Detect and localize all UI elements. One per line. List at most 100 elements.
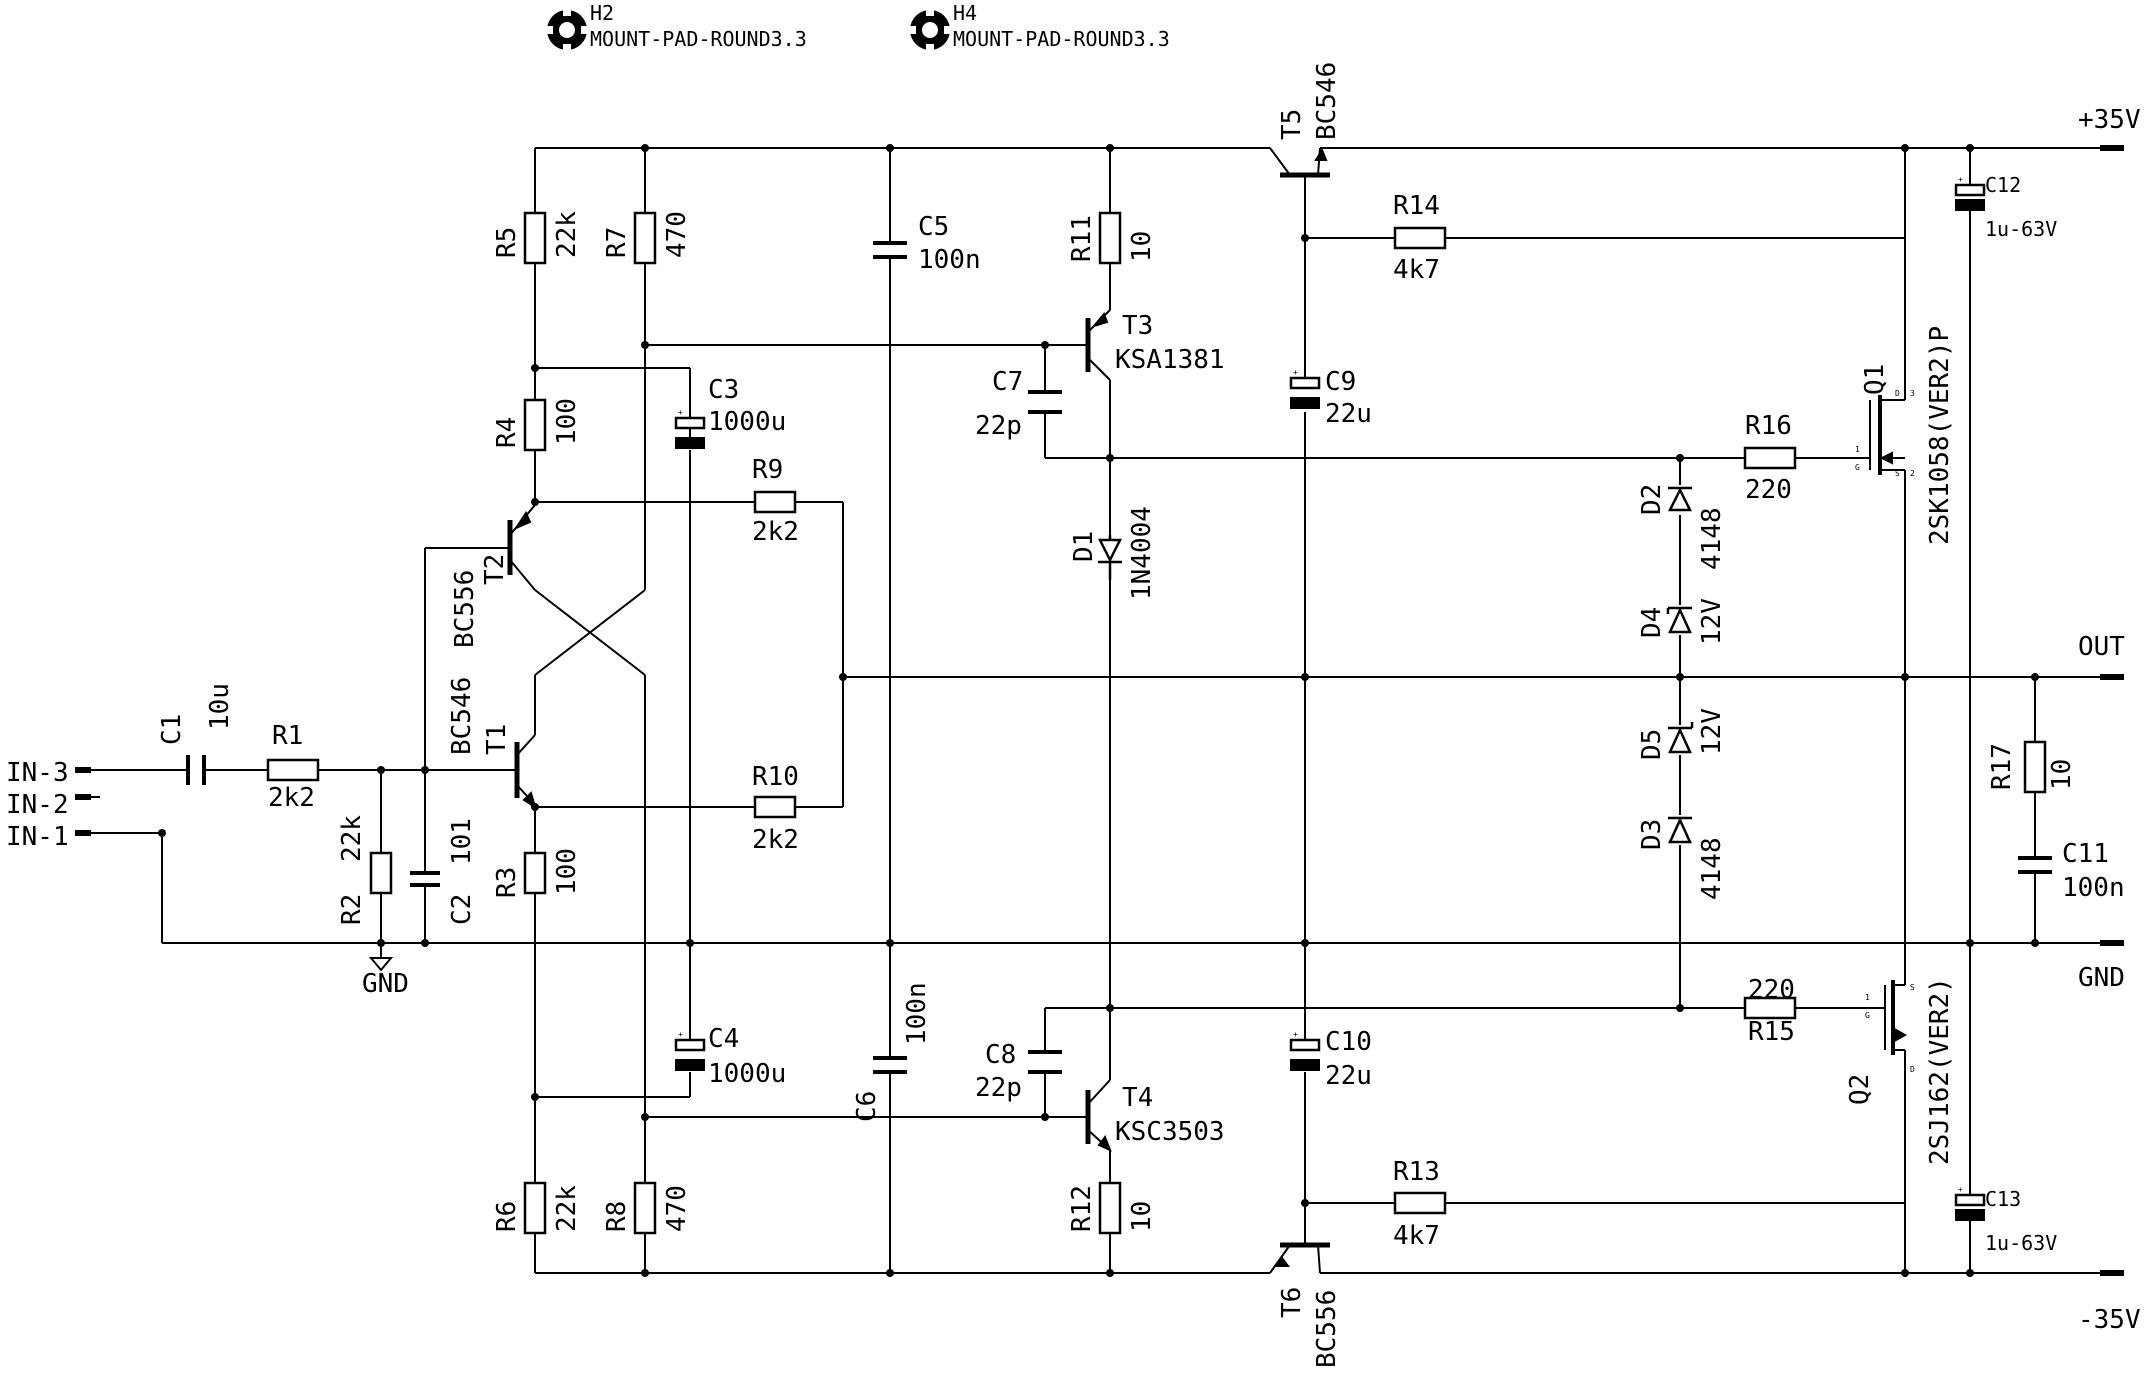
t6-symbol[interactable] [1269,1242,1330,1274]
transistors [507,147,1330,1274]
r15-body[interactable] [1743,996,1797,1020]
t2-ref: T2 [480,554,510,585]
c2-value: 101 [447,818,477,865]
c1-symbol[interactable] [186,755,206,785]
t6-value: BC556 [1312,1290,1342,1368]
d2-symbol[interactable] [1667,486,1693,512]
c8-ref: C8 [985,1040,1016,1070]
capacitors [186,241,2052,1074]
r10-value: 2k2 [752,825,799,855]
c12-value: 1u-63V [1985,217,2057,241]
t6-ref: T6 [1277,1287,1307,1318]
c7-symbol[interactable] [1028,390,1062,414]
r3-body[interactable] [523,851,547,895]
d2-ref: D2 [1637,484,1667,515]
r6-body[interactable] [523,1181,547,1235]
r7-ref: R7 [602,227,632,258]
r11-body[interactable] [1098,211,1122,265]
r1-body[interactable] [266,758,320,782]
r9-body[interactable] [753,490,797,514]
q1-value: 2SK1058(VER2)P [1925,326,1955,545]
r4-body[interactable] [523,398,547,452]
c10-symbol[interactable]: + [1289,1030,1321,1071]
diodes [1097,486,1694,844]
h4-icon [908,8,952,52]
d5-symbol[interactable] [1668,722,1694,754]
r2-ref: R2 [337,894,367,925]
c13-symbol[interactable]: + [1954,1185,1986,1221]
q2-value: 2SJ162(VER2) [1925,977,1955,1165]
r2-body[interactable] [369,851,393,895]
r4-value: 100 [552,398,582,445]
c12-symbol[interactable]: + [1954,175,1986,211]
c11-symbol[interactable] [2018,856,2052,874]
gnd-terminal [2100,940,2124,946]
q2-symbol[interactable]: 1 G S D [1865,965,1915,1074]
r14-body[interactable] [1393,226,1447,250]
svg-text:+: + [1958,175,1963,184]
in2-terminal [75,794,91,800]
t5-ref: T5 [1277,109,1307,140]
r5-body[interactable] [523,211,547,265]
r8-ref: R8 [602,1201,632,1232]
t1-symbol[interactable] [514,675,537,810]
svg-text:D: D [1910,1065,1915,1074]
c3-symbol[interactable]: + [674,408,706,449]
r16-value: 220 [1745,475,1792,505]
junctions [158,144,2039,1277]
c13-ref: C13 [1985,1187,2021,1211]
t4-symbol[interactable] [1060,1079,1112,1152]
t1-ref: T1 [482,724,512,755]
svg-text:G: G [1865,1011,1870,1020]
c5-symbol[interactable] [873,241,907,259]
r14-value: 4k7 [1393,255,1440,285]
d4-symbol[interactable] [1666,606,1692,634]
c4-value: 1000u [708,1059,786,1089]
h4-value: MOUNT-PAD-ROUND3.3 [953,27,1170,51]
c5-value: 100n [918,245,981,275]
t1-value: BC546 [447,677,477,755]
svg-text:+: + [1958,1185,1963,1194]
d3-symbol[interactable] [1668,816,1692,844]
c6-symbol[interactable] [873,1056,907,1074]
svg-text:1: 1 [1865,993,1870,1002]
c2-symbol[interactable] [410,871,440,887]
r16-ref: R16 [1745,411,1792,441]
r3-value: 100 [552,848,582,895]
gnd-symbol-label: GND [362,969,409,999]
r13-value: 4k7 [1393,1221,1440,1251]
r5-ref: R5 [492,227,522,258]
q2-ref: Q2 [1845,1074,1875,1105]
wires [88,147,2110,1274]
d1-symbol[interactable] [1097,535,1123,580]
t2-symbol[interactable] [507,504,536,591]
r11-value: 10 [1127,231,1157,262]
r10-body[interactable] [753,795,797,819]
c6-ref: C6 [852,1091,882,1122]
svg-text:3: 3 [1910,389,1915,398]
d4-ref: D4 [1637,607,1667,638]
r16-body[interactable] [1743,446,1797,470]
c9-value: 22u [1325,399,1372,429]
c4-symbol[interactable]: + [674,1030,706,1071]
r14-ref: R14 [1393,191,1440,221]
d3-value: 4148 [1697,837,1727,900]
r17-body[interactable] [2023,740,2047,794]
d1-value: 1N4004 [1127,506,1157,600]
c9-symbol[interactable]: + [1289,368,1321,409]
svg-text:+: + [1293,1030,1298,1039]
r13-ref: R13 [1393,1157,1440,1187]
r7-body[interactable] [633,211,657,265]
c8-symbol[interactable] [1028,1050,1062,1074]
r8-body[interactable] [633,1181,657,1235]
r5-value: 22k [552,211,582,258]
t3-symbol[interactable] [1060,309,1111,381]
t5-symbol[interactable] [1269,147,1330,180]
q1-symbol[interactable]: D 3 1 G S 2 [1850,380,1915,478]
r10-ref: R10 [752,762,799,792]
r17-value: 10 [2047,759,2077,790]
r12-body[interactable] [1098,1181,1122,1235]
r13-body[interactable] [1393,1191,1447,1215]
c13-value: 1u-63V [1985,1231,2057,1255]
c10-ref: C10 [1325,1027,1372,1057]
